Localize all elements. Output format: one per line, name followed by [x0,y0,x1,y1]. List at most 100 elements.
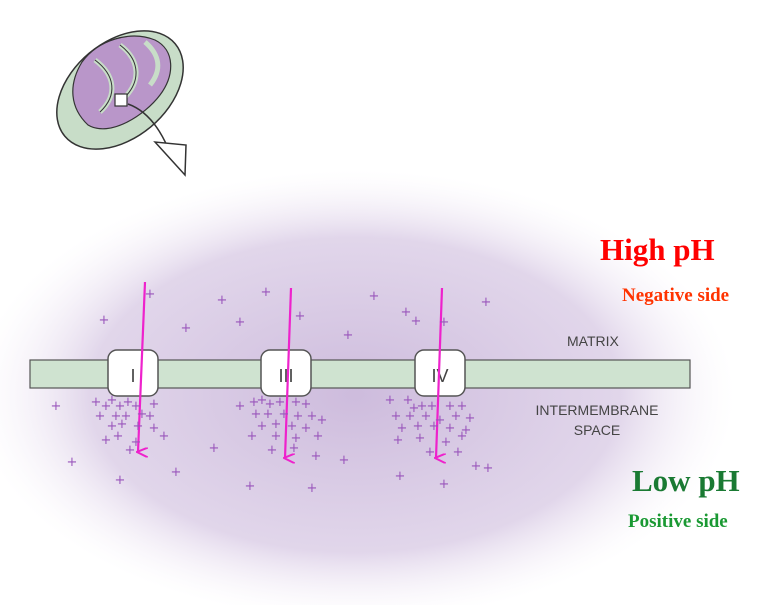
proton-symbol: + [307,409,318,424]
proton-symbol: + [123,395,134,410]
proton-symbol: + [101,433,112,448]
proton-symbol: + [465,411,476,426]
proton-symbol: + [403,393,414,408]
proton-symbol: + [441,435,452,450]
proton-symbol: + [307,481,318,496]
proton-symbol: + [287,419,298,434]
proton-symbol: + [251,407,262,422]
matrix-label: MATRIX [567,333,619,349]
negative-side-label: Negative side [622,285,730,306]
proton-symbol: + [311,449,322,464]
proton-symbol: + [425,445,436,460]
proton-symbol: + [401,305,412,320]
proton-symbol: + [293,409,304,424]
intermembrane-line1: INTERMEMBRANE [535,402,659,418]
intermembrane-space-label: INTERMEMBRANE SPACE [522,400,672,440]
proton-symbol: + [263,407,274,422]
proton-symbol: + [131,399,142,414]
proton-symbol: + [95,409,106,424]
proton-symbol: + [343,328,354,343]
proton-symbol: + [91,395,102,410]
proton-arrow-2 [285,287,291,458]
proton-symbol: + [137,407,148,422]
proton-symbol: + [413,419,424,434]
proton-symbol: + [271,429,282,444]
proton-symbol: + [99,313,110,328]
proton-symbol: + [393,433,404,448]
proton-symbol: + [249,395,260,410]
proton-symbol: + [275,395,286,410]
proton-symbol: + [145,287,156,302]
proton-symbol: + [257,393,268,408]
proton-symbol: + [471,459,482,474]
proton-symbol: + [101,399,112,414]
proton-symbol: + [149,397,160,412]
positive-side-label: Positive side [628,511,728,532]
proton-symbol: + [125,443,136,458]
proton-symbol: + [451,409,462,424]
proton-symbol: + [291,431,302,446]
proton-symbol: + [313,429,324,444]
proton-symbol: + [115,473,126,488]
proton-symbol: + [217,293,228,308]
proton-symbol: + [265,397,276,412]
proton-symbol: + [415,431,426,446]
proton-symbol: + [457,399,468,414]
proton-symbol: + [131,435,142,450]
proton-symbol: + [453,445,464,460]
svg-text:IV: IV [431,366,448,386]
proton-symbol: + [439,315,450,330]
proton-symbol: + [421,409,432,424]
proton-symbol: + [429,419,440,434]
proton-symbol: + [435,413,446,428]
complex-III: III [260,349,312,397]
proton-symbol: + [159,429,170,444]
proton-symbol: + [121,409,132,424]
proton-symbol: + [481,295,492,310]
proton-symbol: + [245,479,256,494]
proton-symbol: + [133,419,144,434]
proton-symbol: + [483,461,494,476]
proton-symbol: + [395,469,406,484]
proton-symbol: + [411,314,422,329]
proton-symbol: + [409,401,420,416]
proton-symbol: + [301,397,312,412]
proton-symbol: + [461,423,472,438]
proton-arrow-3 [436,287,442,458]
svg-text:I: I [130,366,135,386]
low-ph-label: Low pH [632,463,740,498]
proton-symbol: + [115,399,126,414]
proton-symbol: + [385,393,396,408]
proton-symbol: + [67,455,78,470]
intermembrane-line2: SPACE [573,422,621,438]
mitochondrion-icon [56,30,184,150]
proton-symbol: + [113,429,124,444]
proton-symbol: + [279,407,290,422]
proton-symbol: + [257,419,268,434]
proton-symbol: + [247,429,258,444]
proton-symbol: + [301,421,312,436]
proton-symbol: + [427,399,438,414]
proton-symbol: + [445,421,456,436]
proton-symbol: + [291,395,302,410]
proton-symbol: + [289,441,300,456]
proton-symbol: + [261,285,272,300]
proton-symbol: + [171,465,182,480]
proton-symbol: + [117,417,128,432]
proton-symbol: + [397,421,408,436]
complex-I: I [107,349,159,397]
proton-symbol: + [145,409,156,424]
proton-symbol: + [235,399,246,414]
proton-symbol: + [51,399,62,414]
zoom-arrow-icon [127,103,187,177]
proton-symbol: + [149,421,160,436]
proton-symbol: + [235,315,246,330]
proton-symbol: + [271,417,282,432]
proton-symbol: + [457,429,468,444]
proton-symbol: + [107,419,118,434]
proton-symbol: + [369,289,380,304]
proton-cloud: ++++++++++++++++++++++++++++++++++++++++… [51,285,494,496]
svg-text:III: III [278,366,293,386]
proton-symbol: + [405,409,416,424]
high-ph-label: High pH [600,232,715,267]
